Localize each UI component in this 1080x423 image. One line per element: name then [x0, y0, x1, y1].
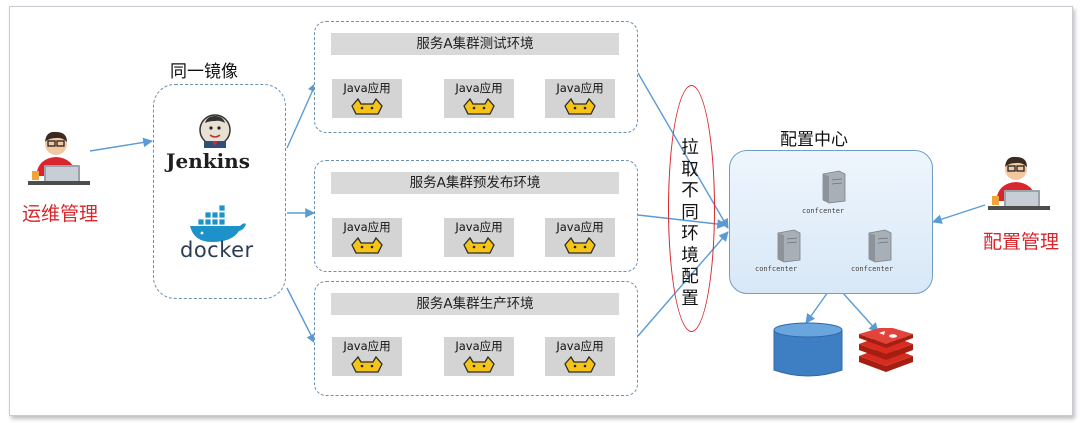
tomcat-icon	[564, 97, 596, 115]
java-app-label: Java应用	[343, 220, 391, 234]
tomcat-icon	[351, 355, 383, 373]
developer-avatar-icon	[988, 156, 1050, 210]
connector-image-to-prod	[286, 287, 316, 344]
connector-center-to-redis	[841, 291, 879, 333]
java-app-pre-3: Java应用	[545, 218, 615, 257]
tomcat-icon	[463, 236, 495, 254]
java-app-test-1: Java应用	[332, 79, 402, 118]
connector-configadmin-to-center	[932, 204, 986, 224]
database-cylinder-icon	[773, 322, 843, 377]
connector-center-to-db	[805, 291, 829, 324]
connector-image-to-test	[286, 82, 317, 149]
java-app-label: Java应用	[455, 220, 503, 234]
image-group-caption: 同一镜像	[170, 62, 238, 82]
java-app-test-3: Java应用	[545, 79, 615, 118]
tomcat-icon	[351, 236, 383, 254]
pull-config-oval	[668, 85, 715, 332]
java-app-prod-3: Java应用	[545, 337, 615, 376]
server-icon	[822, 170, 846, 204]
server-label: confcenter	[755, 265, 798, 273]
java-app-prod-2: Java应用	[444, 337, 514, 376]
java-app-label: Java应用	[556, 339, 604, 353]
java-app-label: Java应用	[455, 81, 503, 95]
java-app-test-2: Java应用	[444, 79, 514, 118]
jenkins-logo-icon	[199, 114, 231, 148]
java-app-pre-2: Java应用	[444, 218, 514, 257]
tomcat-icon	[463, 355, 495, 373]
config-admin-label: 配置管理	[983, 231, 1060, 253]
pull-config-label: 拉取不同环境配置	[681, 138, 699, 309]
docker-label: docker	[180, 238, 254, 262]
env-title-prod: 服务A集群生产环境	[331, 293, 619, 315]
docker-logo-icon	[190, 204, 246, 242]
config-center-caption: 配置中心	[780, 130, 848, 150]
server-label: confcenter	[851, 265, 894, 273]
env-title-test: 服务A集群测试环境	[331, 33, 619, 55]
java-app-label: Java应用	[343, 81, 391, 95]
env-title-pre: 服务A集群预发布环境	[331, 172, 619, 194]
developer-avatar-icon	[28, 131, 90, 185]
server-label: confcenter	[802, 207, 845, 215]
java-app-label: Java应用	[556, 81, 604, 95]
tomcat-icon	[463, 97, 495, 115]
tomcat-icon	[351, 97, 383, 115]
server-icon	[868, 229, 892, 263]
java-app-label: Java应用	[455, 339, 503, 353]
jenkins-label: Jenkins	[166, 149, 250, 173]
java-app-prod-1: Java应用	[332, 337, 402, 376]
tomcat-icon	[564, 355, 596, 373]
tomcat-icon	[564, 236, 596, 254]
redis-icon	[859, 328, 913, 372]
java-app-pre-1: Java应用	[332, 218, 402, 257]
java-app-label: Java应用	[343, 339, 391, 353]
java-app-label: Java应用	[556, 220, 604, 234]
connector-admin-to-image	[89, 137, 153, 152]
server-icon	[777, 229, 801, 263]
ops-admin-label: 运维管理	[22, 203, 99, 225]
